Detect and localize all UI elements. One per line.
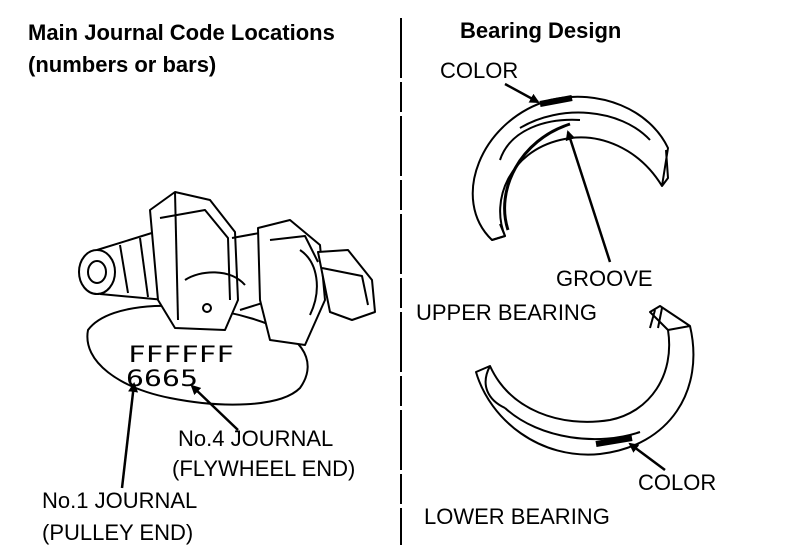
upper-bearing-illustration — [471, 95, 669, 241]
lower-bearing-illustration — [475, 305, 695, 456]
lower-bearing-color-band — [595, 435, 633, 447]
journal1-label: No.1 JOURNAL — [42, 488, 197, 513]
color-top-label: COLOR — [440, 58, 518, 83]
right-title: Bearing Design — [460, 18, 621, 43]
upper-bearing-color-band — [539, 95, 573, 107]
journal-code-letters: FFFFFF — [128, 343, 234, 368]
crankshaft-web-2 — [257, 219, 326, 346]
crankshaft-web-3 — [317, 249, 376, 321]
groove-label: GROOVE — [556, 266, 653, 291]
color-bottom-label: COLOR — [638, 470, 716, 495]
journal1-sublabel: (PULLEY END) — [42, 520, 193, 545]
arrow-color-bottom — [628, 442, 666, 472]
journal-code-numbers: 6665 — [126, 367, 198, 392]
crankshaft-illustration — [78, 191, 376, 406]
journal4-label: No.4 JOURNAL — [178, 426, 333, 451]
crankshaft-nose — [78, 249, 116, 295]
arrow-groove — [565, 130, 612, 263]
left-title-line1: Main Journal Code Locations — [28, 20, 335, 45]
journal4-sublabel: (FLYWHEEL END) — [172, 456, 355, 481]
left-title-line2: (numbers or bars) — [28, 52, 216, 77]
arrow-no1-journal — [120, 382, 139, 489]
lower-bearing-label: LOWER BEARING — [424, 504, 610, 529]
crankshaft-web-1 — [149, 191, 239, 331]
arrow-color-top — [504, 82, 540, 104]
arrow-no4-journal — [190, 384, 239, 431]
upper-bearing-label: UPPER BEARING — [416, 300, 597, 325]
upper-bearing-groove — [503, 122, 571, 231]
